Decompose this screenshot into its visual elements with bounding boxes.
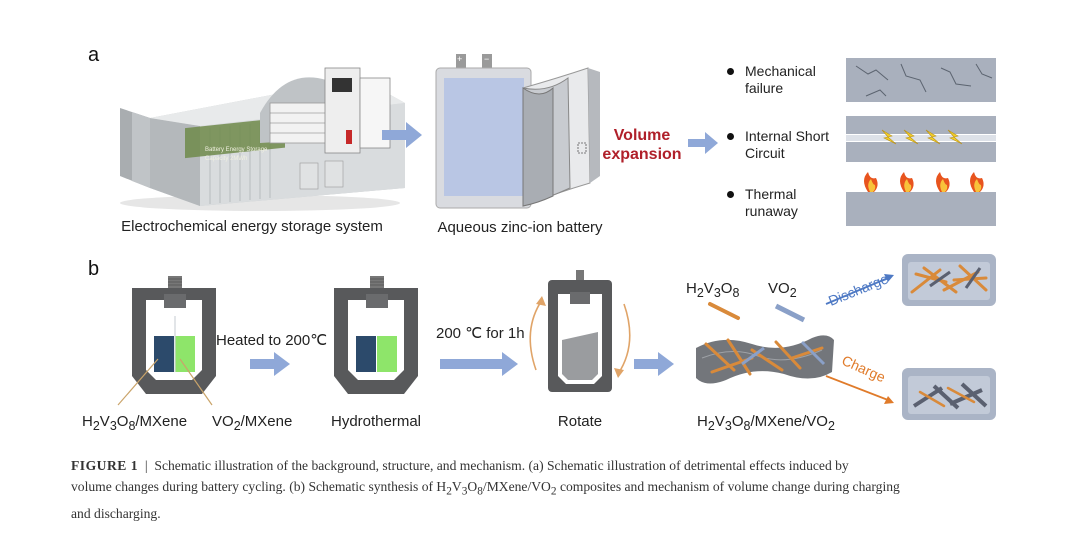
legend-vo2-label: VO2 (768, 280, 797, 300)
thermal-runaway-icon (846, 172, 996, 226)
caption-line-2: volume changes during battery cycling. (… (71, 479, 900, 498)
hydrothermal-label: Hydrothermal (330, 413, 422, 430)
energy-storage-container-illustration: Battery Energy Storage Capacity 2MWh (120, 67, 405, 211)
precursor-vo2-label: VO2/MXene (212, 413, 293, 433)
effect-thermal-runaway: Thermal runaway (745, 186, 798, 220)
figure-caption: FIGURE 1 | Schematic illustration of the… (71, 455, 1021, 524)
bullet-icon (727, 133, 734, 140)
volume-expansion-line2: expansion (602, 146, 682, 163)
discharged-electrode-icon (902, 254, 996, 306)
rotate-label: Rotate (557, 413, 603, 430)
precursor-h2v3o8-label: H2V3O8/MXene (82, 413, 188, 433)
legend-h2v3o8-label: H2V3O8 (686, 280, 740, 300)
autoclave-sealed-icon (334, 276, 418, 394)
legend-rods-icon (708, 302, 806, 323)
effect-line: Internal Short (745, 128, 830, 144)
arrow-right-icon (688, 132, 718, 154)
caption-text-1: Schematic illustration of the background… (154, 458, 849, 473)
cracked-electrode-icon (846, 58, 996, 102)
caption-line-3: and discharging. (71, 505, 161, 521)
svg-text:+: + (457, 54, 462, 64)
time-label: 200 ℃ for 1h (436, 325, 525, 342)
short-circuit-icon (846, 116, 996, 162)
container-sign-line1: Battery Energy Storage (205, 147, 268, 153)
storage-system-label: Electrochemical energy storage system (121, 218, 383, 235)
product-label: H2V3O8/MXene/VO2 (697, 413, 835, 433)
arrow-right-icon (440, 352, 518, 376)
bullet-icon (727, 68, 734, 75)
svg-text:−: − (484, 54, 489, 64)
arrow-right-icon (634, 352, 674, 376)
pouch-battery-illustration: + − (435, 54, 600, 209)
caption-separator: | (144, 458, 148, 473)
container-sign-line2: Capacity 2MWh (205, 156, 247, 162)
volume-expansion-line1: Volume (613, 127, 671, 144)
battery-label: Aqueous zinc-ion battery (437, 219, 603, 236)
bullet-icon (727, 191, 734, 198)
volume-expansion-label: Volume expansion (598, 126, 686, 164)
discharge-arrow-icon (825, 274, 894, 305)
composite-sheet-icon (696, 335, 834, 384)
heated-label: Heated to 200℃ (216, 332, 328, 349)
arrow-right-icon (250, 352, 290, 376)
pointer-lines (117, 358, 213, 406)
effect-line: Thermal (745, 186, 797, 202)
effect-mechanical-failure: Mechanical failure (745, 63, 816, 97)
effect-line: Circuit (745, 145, 785, 161)
rotating-autoclave-icon (529, 270, 631, 392)
caption-figure-number: FIGURE 1 (71, 458, 139, 473)
arrow-right-icon (382, 122, 422, 148)
charge-arrow-icon (825, 375, 894, 404)
caption-line-1: FIGURE 1 | Schematic illustration of the… (71, 455, 1021, 476)
effect-line: Mechanical (745, 63, 816, 79)
autoclave-open-icon (132, 276, 216, 394)
effect-line: failure (745, 80, 784, 96)
panel-a-letter: a (88, 44, 100, 66)
charged-electrode-icon (902, 368, 996, 420)
panel-b-letter: b (88, 258, 100, 280)
effect-internal-short: Internal Short Circuit (745, 128, 829, 162)
effect-line: runaway (745, 203, 798, 219)
